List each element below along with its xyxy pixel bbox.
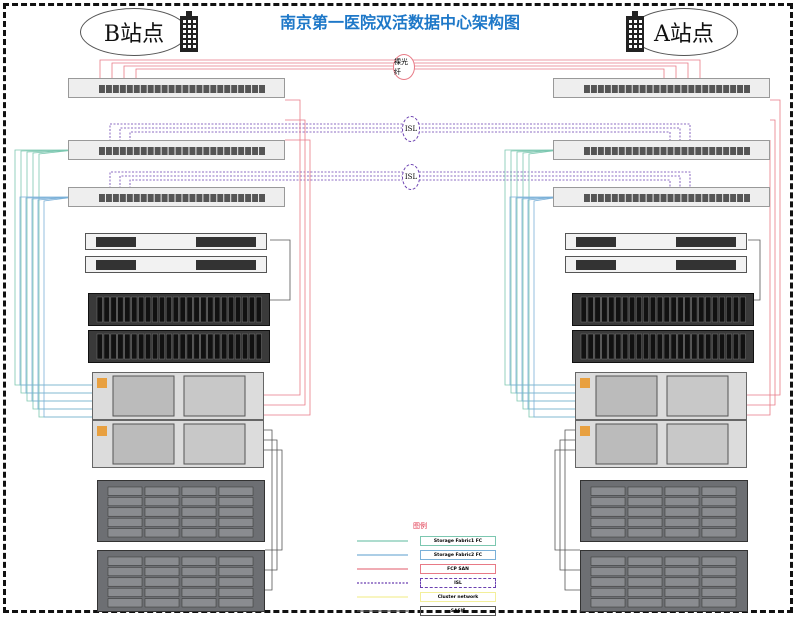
legend-item: FCP SAN <box>420 564 496 574</box>
site-b-label: B站点 <box>80 8 188 56</box>
legend-item: Storage Fabric1 FC <box>420 536 496 546</box>
dark-fiber-link: 裸光纤 <box>393 54 415 80</box>
legend-item: SAS线 <box>420 606 496 616</box>
disk-shelf <box>88 330 270 363</box>
storage-chassis <box>92 420 264 468</box>
disk-enclosure <box>97 480 265 542</box>
fc-switch <box>553 140 770 160</box>
storage-controller <box>565 256 747 273</box>
fc-switch <box>68 140 285 160</box>
storage-controller <box>85 256 267 273</box>
disk-shelf <box>572 293 754 326</box>
storage-chassis <box>575 420 747 468</box>
isl-link: ISL <box>402 116 420 142</box>
fc-switch-core <box>68 78 285 98</box>
storage-chassis <box>575 372 747 420</box>
storage-controller <box>85 233 267 250</box>
legend-item: Storage Fabric2 FC <box>420 550 496 560</box>
storage-controller <box>565 233 747 250</box>
isl-link: ISL <box>402 164 420 190</box>
disk-shelf <box>572 330 754 363</box>
storage-chassis <box>92 372 264 420</box>
page-title: 南京第一医院双活数据中心架构图 <box>279 13 520 32</box>
legend-item: Cluster network <box>420 592 496 602</box>
legend-item: ISL <box>420 578 496 588</box>
fc-switch <box>553 187 770 207</box>
fc-switch-core <box>553 78 770 98</box>
fc-switch <box>68 187 285 207</box>
legend-title: 图例 <box>413 522 427 530</box>
building-icon <box>626 11 644 52</box>
disk-enclosure <box>580 480 748 542</box>
site-a-label: A站点 <box>630 8 738 56</box>
disk-shelf <box>88 293 270 326</box>
disk-enclosure <box>580 550 748 612</box>
building-icon <box>180 11 198 52</box>
disk-enclosure <box>97 550 265 612</box>
